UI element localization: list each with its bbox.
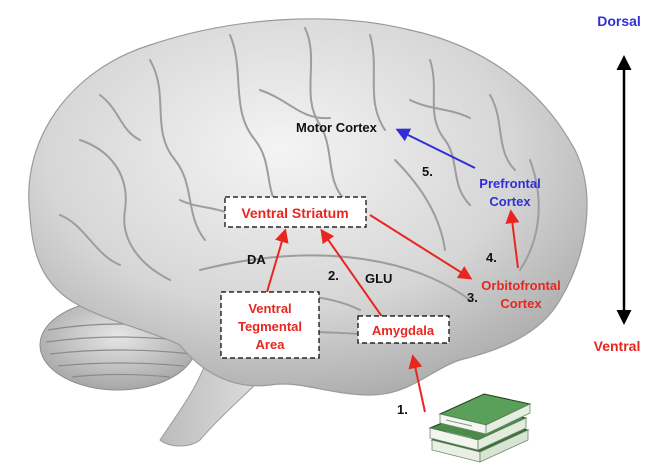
glutamate-label: GLU [365, 271, 392, 286]
prefrontal-cortex-label-line2: Cortex [489, 194, 531, 209]
money-stack-icon [430, 394, 530, 462]
ventral-label: Ventral [594, 338, 641, 354]
prefrontal-cortex-label-line1: Prefrontal [479, 176, 540, 191]
dorsal-label: Dorsal [597, 13, 641, 29]
step-3-label: 3. [467, 290, 478, 305]
vta-label-line2: Tegmental [238, 319, 302, 334]
step-2-label: 2. [328, 268, 339, 283]
step-1-label: 1. [397, 402, 408, 417]
motor-cortex-label: Motor Cortex [296, 120, 378, 135]
step-4-label: 4. [486, 250, 497, 265]
ventral-striatum-label: Ventral Striatum [241, 205, 348, 221]
vta-label-line3: Area [256, 337, 286, 352]
amygdala-label: Amygdala [372, 323, 435, 338]
step-5-label: 5. [422, 164, 433, 179]
vta-label-line1: Ventral [248, 301, 291, 316]
orbitofrontal-cortex-label-line1: Orbitofrontal [481, 278, 560, 293]
dopamine-label: DA [247, 252, 266, 267]
orbitofrontal-cortex-label-line2: Cortex [500, 296, 542, 311]
